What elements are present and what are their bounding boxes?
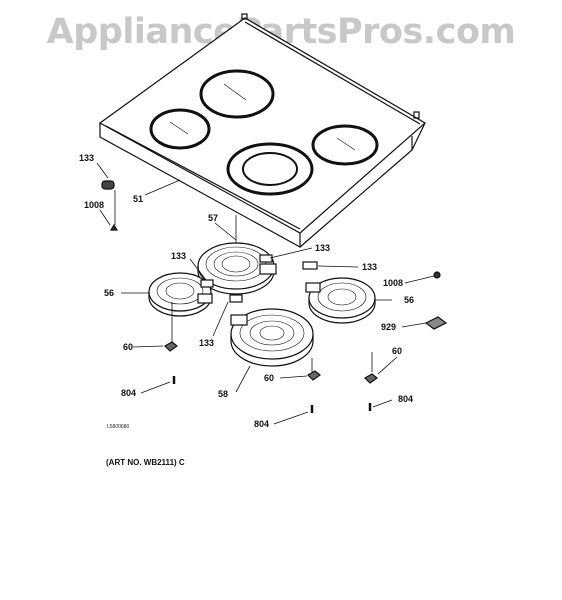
callout-929: 929: [381, 322, 396, 332]
callout-804: 804: [254, 419, 269, 429]
insulator-pads-133: [101, 180, 318, 303]
callout-60: 60: [264, 373, 274, 383]
callout-133: 133: [79, 153, 94, 163]
surface-element-56-left: [148, 272, 213, 317]
callout-60: 60: [123, 342, 133, 352]
cooktop-glass: [98, 13, 427, 249]
callout-133: 133: [315, 243, 330, 253]
callout-57: 57: [208, 213, 218, 223]
surface-element-57: [197, 242, 277, 295]
callout-133: 133: [199, 338, 214, 348]
surface-element-56-right: [305, 277, 376, 324]
callout-804: 804: [121, 388, 136, 398]
leader-lines: [96, 162, 435, 425]
callout-51: 51: [133, 194, 143, 204]
callout-133: 133: [171, 251, 186, 261]
surface-element-58: [230, 308, 314, 367]
callout-133: 133: [362, 262, 377, 272]
callout-804: 804: [398, 394, 413, 404]
screws-and-clips: [109, 223, 448, 413]
callout-58: 58: [218, 389, 228, 399]
callout-labels: 133 1008 51 57 133 133 133 56 133 1008 5…: [79, 153, 414, 429]
callout-1008: 1008: [84, 200, 104, 210]
callout-56: 56: [104, 288, 114, 298]
callout-1008: 1008: [383, 278, 403, 288]
art-number: (ART NO. WB2111) C: [106, 458, 185, 467]
drawing-number: L5800680: [107, 424, 130, 430]
callout-60: 60: [392, 346, 402, 356]
callout-56: 56: [404, 295, 414, 305]
